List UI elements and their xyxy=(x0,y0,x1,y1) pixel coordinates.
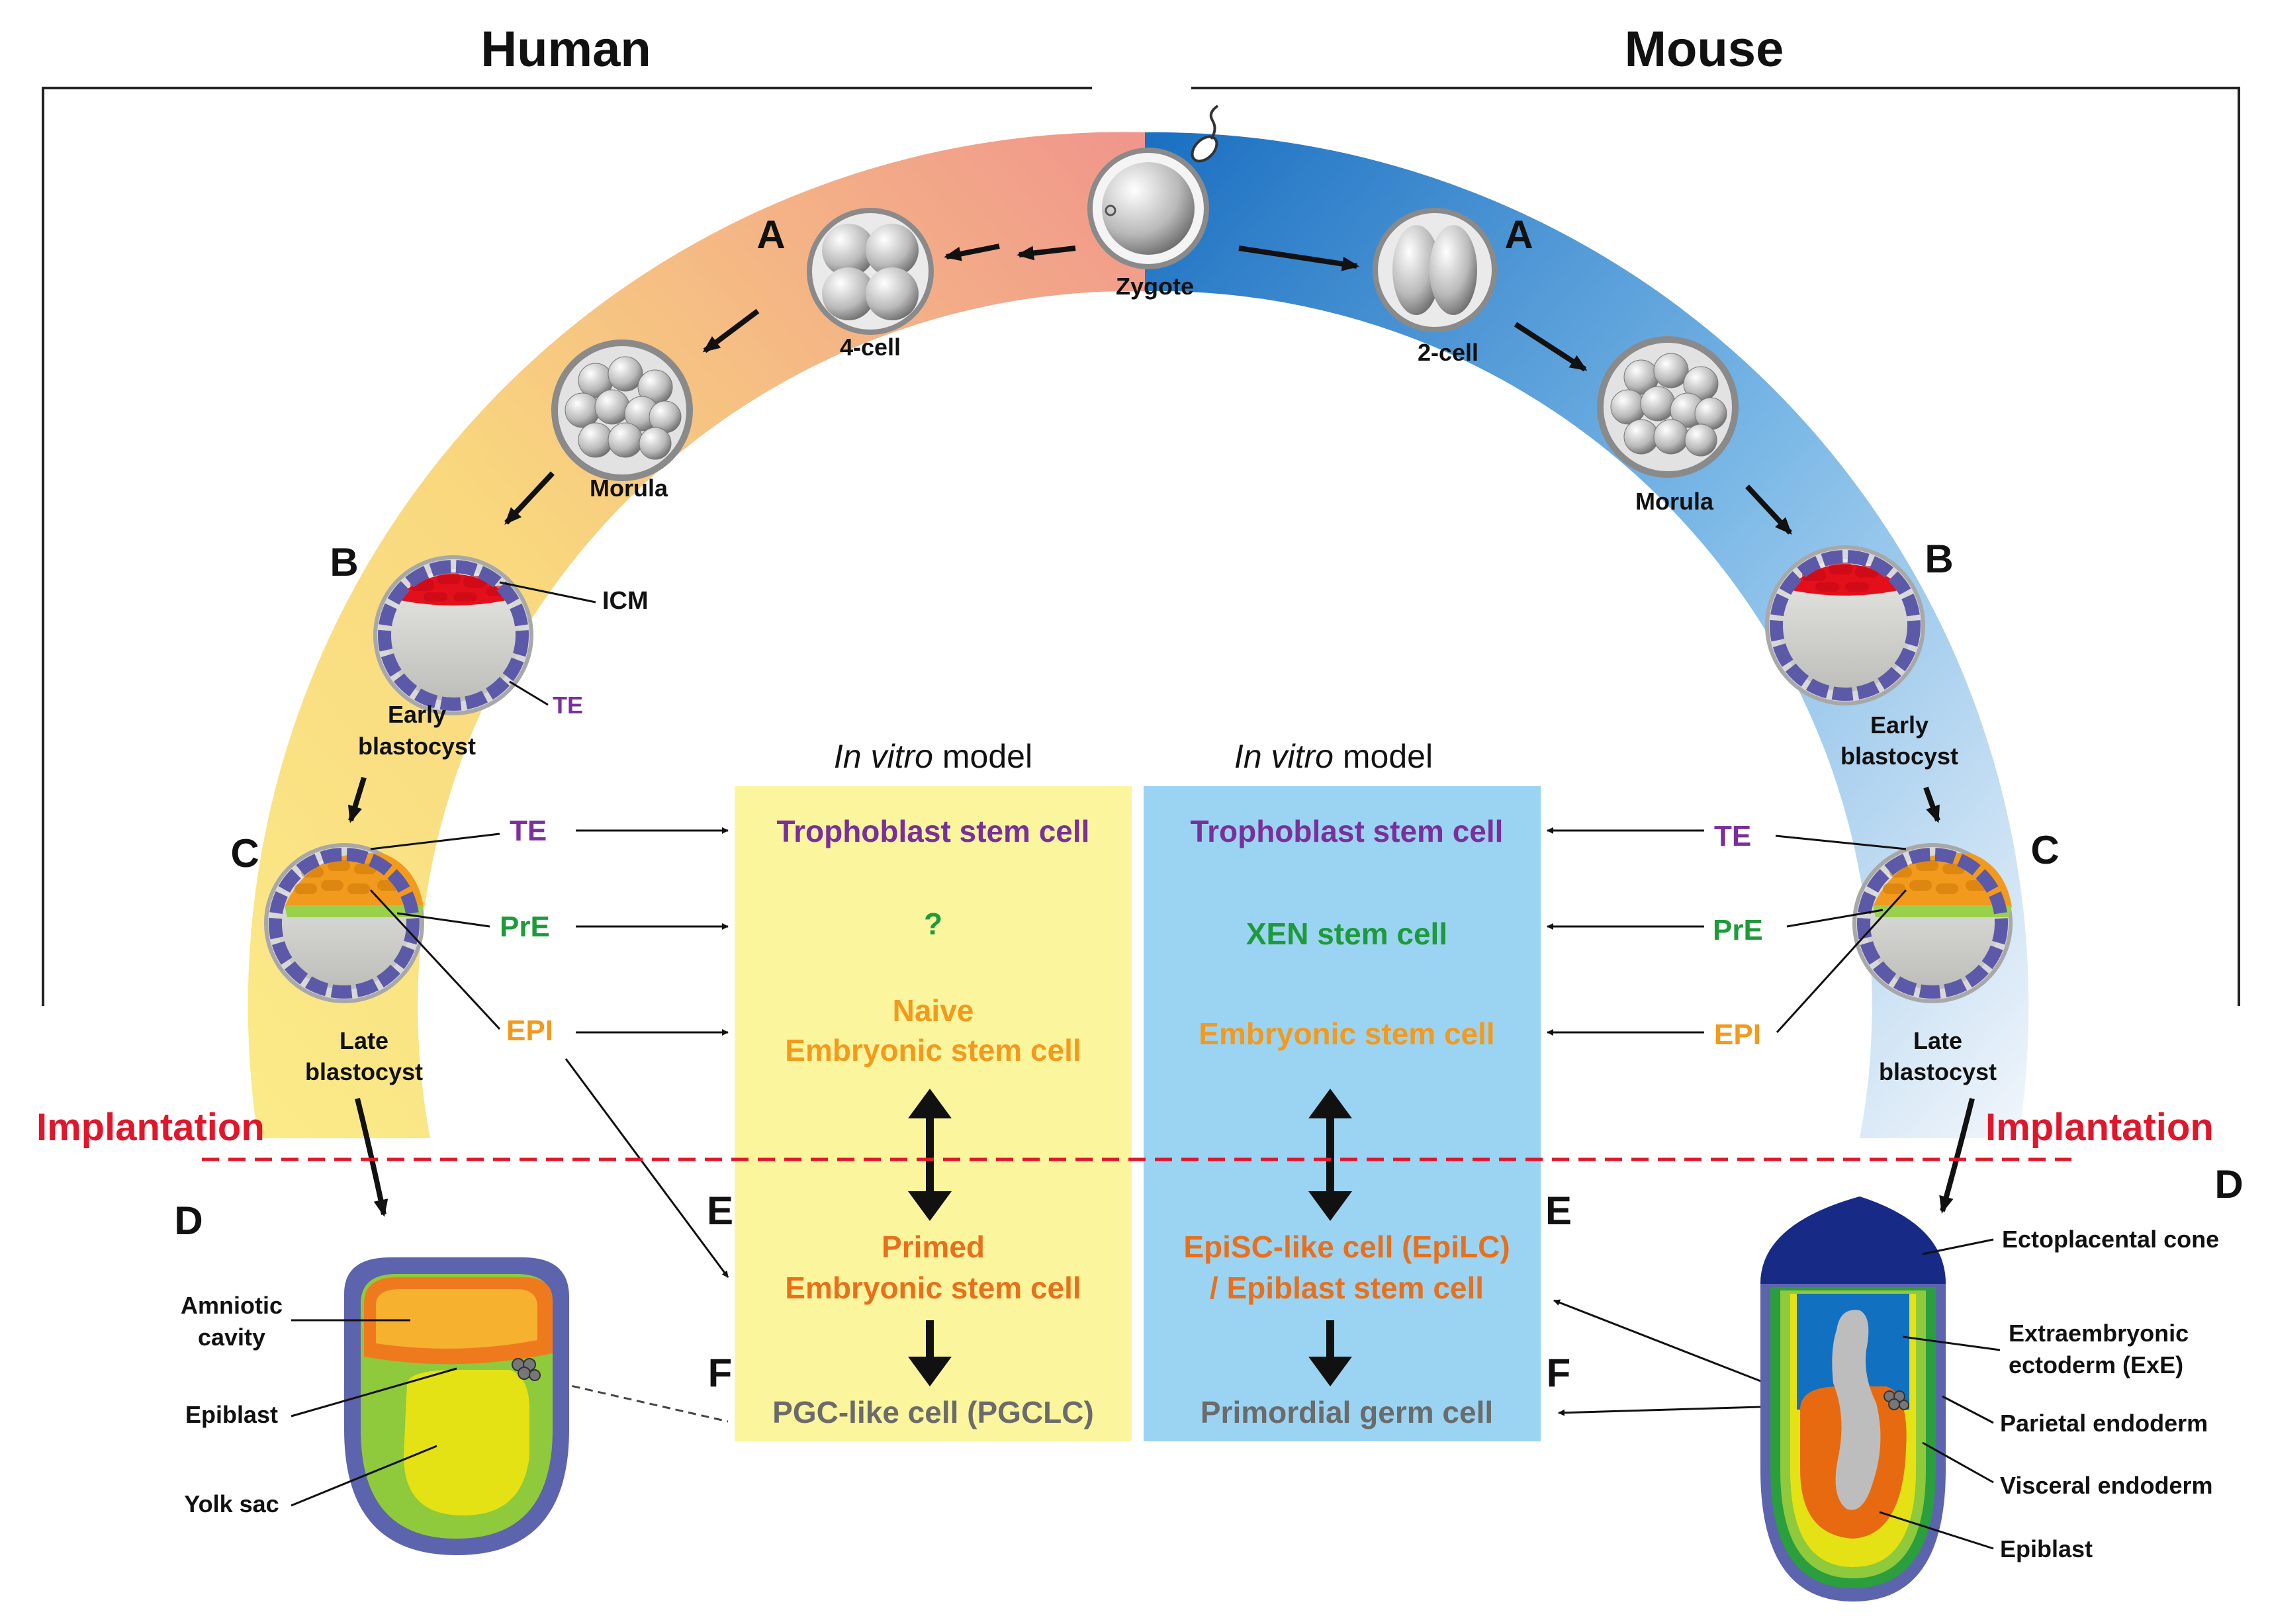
human-morula-label: Morula xyxy=(590,474,668,502)
mouse-2cell-label: 2-cell xyxy=(1418,339,1478,366)
mouse-early-blastocyst-label-2: blastocyst xyxy=(1840,743,1958,770)
mouse-stage-letter-b: B xyxy=(1925,537,1953,581)
human-icm-label: ICM xyxy=(602,587,649,615)
mouse-early-blastocyst-label-1: Early xyxy=(1870,711,1929,739)
mouse-late-blastocyst-label-1: Late xyxy=(1913,1027,1962,1054)
mouse-pre-label: PrE xyxy=(1713,914,1763,946)
human-stage-letter-e: E xyxy=(707,1189,733,1233)
mouse-esc-epilc-double-arrow xyxy=(1308,1089,1352,1221)
human-icm-pointer xyxy=(499,581,596,604)
human-stage-letter-b: B xyxy=(330,540,358,584)
human-epiblast-label: Epiblast xyxy=(185,1401,278,1428)
mouse-2cell-embryo xyxy=(1373,208,1497,332)
human-pgc-dashed-link xyxy=(559,1382,729,1423)
human-late-blastocyst xyxy=(264,843,424,1003)
human-primed-esc-1: Primed xyxy=(882,1230,985,1264)
human-early-blastocyst-label-1: Early xyxy=(388,701,446,728)
mouse-stage-letter-f: F xyxy=(1547,1351,1571,1395)
mouse-pgc: Primordial germ cell xyxy=(1201,1395,1493,1429)
mouse-visceral-label: Visceral endoderm xyxy=(2000,1472,2213,1499)
human-postimplant-pointers xyxy=(291,1319,457,1507)
human-pre-unknown: ? xyxy=(924,907,942,941)
human-amniotic-label-2: cavity xyxy=(198,1324,265,1351)
human-late-blastocyst-label-2: blastocyst xyxy=(305,1058,423,1085)
mouse-implantation-label: Implantation xyxy=(1985,1106,2214,1149)
human-te-small-pointer xyxy=(509,680,549,706)
human-title: Human xyxy=(480,21,651,77)
human-naive-esc-1: Naive xyxy=(893,993,974,1028)
mouse-early-blastocyst xyxy=(1765,545,1925,705)
mouse-ectoplacental-label: Ectoplacental cone xyxy=(2002,1226,2219,1253)
mouse-postimplant-pointers xyxy=(1879,1238,2001,1550)
human-early-blastocyst-label-2: blastocyst xyxy=(358,733,476,760)
human-pgclc: PGC-like cell (PGCLC) xyxy=(772,1395,1094,1429)
human-te-small-label: TE xyxy=(553,692,583,719)
zygote xyxy=(1087,105,1219,269)
mouse-epiblast-label: Epiblast xyxy=(2000,1535,2093,1562)
mouse-in-vitro-heading: In vitro model xyxy=(1234,738,1433,775)
mouse-stage-letter-a: A xyxy=(1504,212,1533,257)
zygote-label: Zygote xyxy=(1116,273,1194,300)
mouse-esc: Embryonic stem cell xyxy=(1199,1016,1494,1051)
human-yolk-label: Yolk sac xyxy=(184,1490,279,1517)
mouse-title: Mouse xyxy=(1625,21,1784,77)
human-te-label: TE xyxy=(510,815,547,847)
human-naive-primed-double-arrow xyxy=(908,1089,952,1221)
mouse-exe-label-2: ectoderm (ExE) xyxy=(2009,1351,2183,1378)
human-implantation-label: Implantation xyxy=(36,1106,265,1149)
human-postimplantation-embryo xyxy=(344,1257,569,1555)
mouse-epilc-1: EpiSC-like cell (EpiLC) xyxy=(1183,1230,1510,1264)
mouse-late-blastocyst xyxy=(1852,843,2013,1003)
mouse-morula-label: Morula xyxy=(1635,488,1714,515)
mouse-stage-letter-d: D xyxy=(2214,1162,2243,1206)
human-morula xyxy=(551,339,693,481)
human-pre-pointer xyxy=(396,912,490,928)
human-stage-letter-d: D xyxy=(174,1198,203,1243)
human-pre-label: PrE xyxy=(500,911,550,943)
human-bracket xyxy=(42,87,1092,1006)
mouse-morula xyxy=(1597,336,1739,478)
human-epi-pointer xyxy=(369,889,501,1030)
mouse-epilc-pgc-arrow xyxy=(1308,1320,1352,1386)
human-early-blastocyst xyxy=(373,555,533,715)
mouse-stage-letter-e: E xyxy=(1545,1189,1572,1233)
mouse-te-label: TE xyxy=(1714,820,1751,852)
human-arc-arrows xyxy=(347,244,1076,1217)
mouse-trophoblast-stem-cell: Trophoblast stem cell xyxy=(1191,814,1504,848)
human-in-vitro-heading: In vitro model xyxy=(834,738,1032,775)
human-late-blastocyst-label-1: Late xyxy=(340,1027,388,1054)
human-te-pointer xyxy=(370,833,500,850)
human-4cell-embryo xyxy=(807,208,934,335)
mouse-bracket xyxy=(1191,87,2240,1006)
mouse-te-pointer xyxy=(1775,835,1907,850)
mouse-postimplantation-embryo xyxy=(1760,1196,1946,1601)
human-epi-label: EPI xyxy=(506,1015,553,1047)
human-trophoblast-stem-cell: Trophoblast stem cell xyxy=(777,814,1090,848)
human-4cell-label: 4-cell xyxy=(840,334,901,361)
mouse-late-blastocyst-label-2: blastocyst xyxy=(1879,1058,1997,1085)
human-primed-esc-2: Embryonic stem cell xyxy=(785,1271,1081,1305)
human-stage-letter-c: C xyxy=(230,831,259,876)
human-stage-letter-f: F xyxy=(708,1351,733,1395)
human-stage-letter-a: A xyxy=(756,212,785,257)
mouse-epi-pointer xyxy=(1776,889,1907,1034)
mouse-arc-arrows xyxy=(1238,246,1975,1214)
mouse-exe-label-1: Extraembryonic xyxy=(2009,1320,2189,1347)
mouse-xen-stem-cell: XEN stem cell xyxy=(1246,917,1447,951)
human-primed-pgclc-arrow xyxy=(908,1320,952,1386)
human-amniotic-label-1: Amniotic xyxy=(181,1292,283,1319)
mouse-parietal-label: Parietal endoderm xyxy=(2000,1410,2208,1437)
human-naive-esc-2: Embryonic stem cell xyxy=(785,1033,1081,1067)
mouse-pre-pointer xyxy=(1786,909,1884,928)
mouse-stage-letter-c: C xyxy=(2030,828,2059,872)
mouse-epi-label: EPI xyxy=(1714,1018,1761,1051)
mouse-epilc-2: / Epiblast stem cell xyxy=(1210,1271,1484,1305)
